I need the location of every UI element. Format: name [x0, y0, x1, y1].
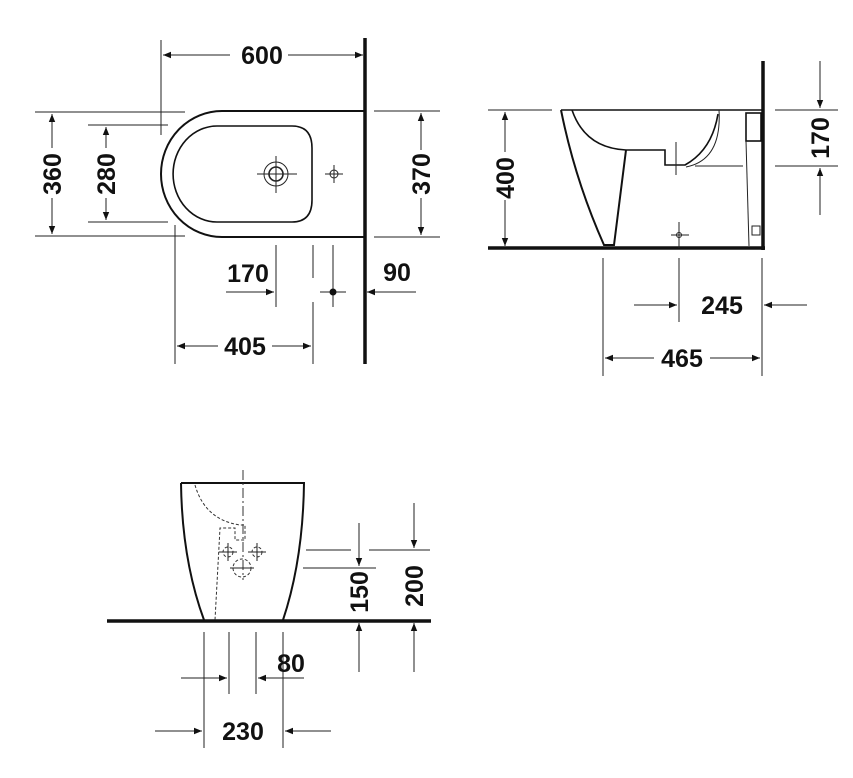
dim-405: 405	[224, 333, 266, 361]
outlet-center-icon	[671, 222, 689, 248]
dim-400: 400	[492, 157, 520, 199]
dim-600: 600	[241, 42, 283, 70]
bidet-side-outline	[560, 109, 627, 246]
dim-230: 230	[222, 718, 264, 746]
dim-360: 360	[39, 153, 67, 195]
dim-80: 80	[277, 650, 305, 678]
dim-200: 200	[401, 565, 429, 607]
dim-280: 280	[93, 153, 121, 195]
side-view: 400 170 245 465	[488, 61, 838, 376]
top-view: 600 360 280 370 170 90 405	[35, 38, 440, 364]
supply-point-icon	[325, 165, 343, 183]
dim-245: 245	[701, 292, 743, 320]
bidet-front-outline	[180, 482, 306, 621]
supply-connections-icon	[219, 543, 266, 578]
front-view: 150 200 80 230	[107, 470, 431, 748]
bidet-outer-outline	[160, 110, 365, 238]
bowl-outline	[172, 125, 313, 223]
dim-150: 150	[346, 571, 374, 613]
dim-170-top: 170	[227, 260, 269, 288]
dim-170-side: 170	[807, 117, 835, 159]
supply-point-marker	[329, 288, 337, 296]
tap-hole-icon	[257, 156, 297, 193]
dim-465: 465	[661, 345, 703, 373]
dim-90: 90	[383, 259, 411, 287]
dim-370: 370	[408, 153, 436, 195]
